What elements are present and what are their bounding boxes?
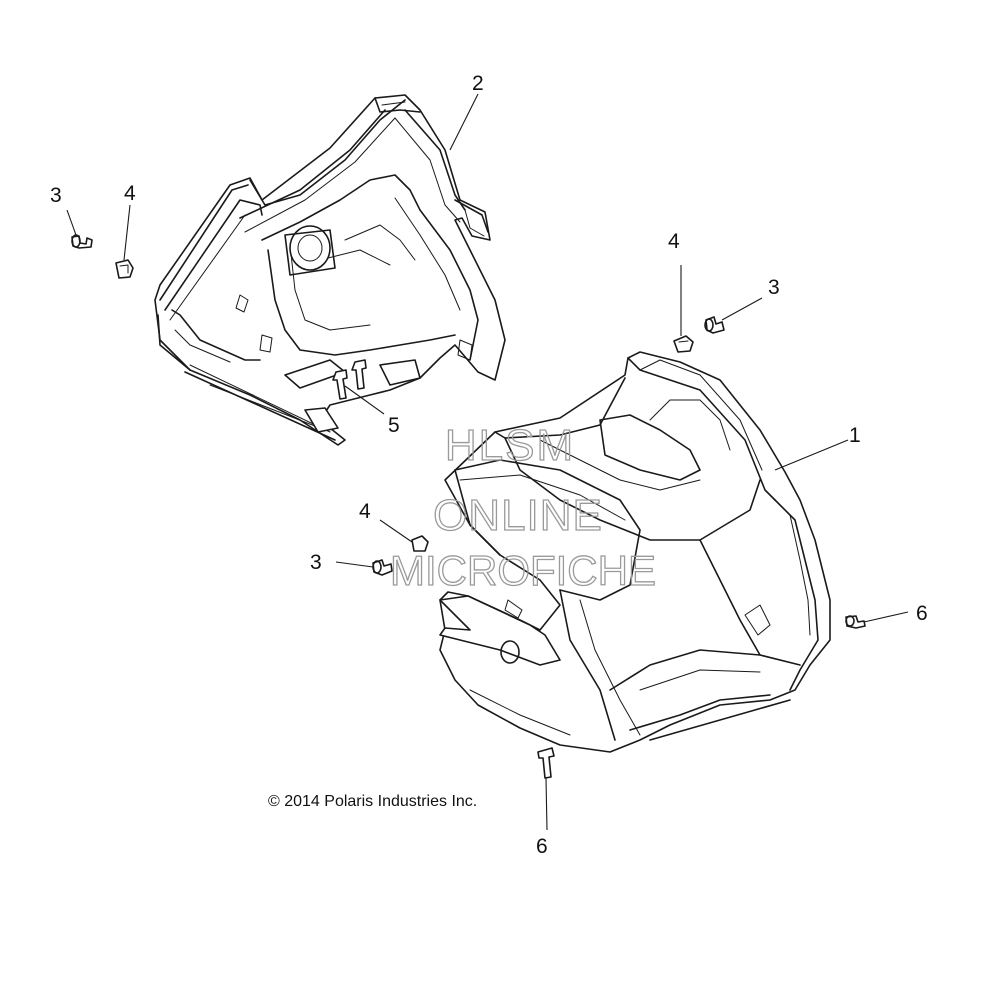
watermark-line-3: MICROFICHE (390, 547, 656, 594)
fastener-4-middle (411, 535, 429, 552)
fastener-6-right (845, 615, 866, 629)
callout-2: 2 (472, 72, 484, 95)
fastener-6-bottom (537, 747, 555, 779)
fastener-4-upper-right (673, 335, 694, 353)
callout-4-upper-right: 4 (668, 230, 680, 253)
callout-1: 1 (849, 424, 861, 447)
callout-5: 5 (388, 414, 400, 437)
fastener-4-upper-left (115, 259, 134, 279)
leader-lines (66, 93, 909, 831)
watermark-line-2: ONLINE (433, 491, 603, 540)
callout-4-middle: 4 (359, 500, 371, 523)
callout-3-upper-left: 3 (50, 184, 62, 207)
watermark-line-1: HLSM (445, 421, 575, 470)
callout-6-bottom: 6 (536, 835, 548, 858)
callout-3-middle: 3 (310, 551, 322, 574)
part-2-upper-hood (154, 94, 506, 446)
callout-3-upper-right: 3 (768, 276, 780, 299)
callout-labels: 1 2 3 3 3 4 4 4 5 6 6 (50, 72, 928, 858)
fastener-3-upper-right (704, 316, 725, 334)
copyright-notice: © 2014 Polaris Industries Inc. (268, 793, 477, 810)
callout-6-right: 6 (916, 602, 928, 625)
part-1-lower-hood (439, 351, 831, 753)
fastener-3-upper-left (71, 234, 93, 249)
fastener-5-screws (332, 359, 367, 400)
watermark: HLSM ONLINE MICROFICHE (389, 420, 656, 594)
callout-4-upper-left: 4 (124, 182, 136, 205)
